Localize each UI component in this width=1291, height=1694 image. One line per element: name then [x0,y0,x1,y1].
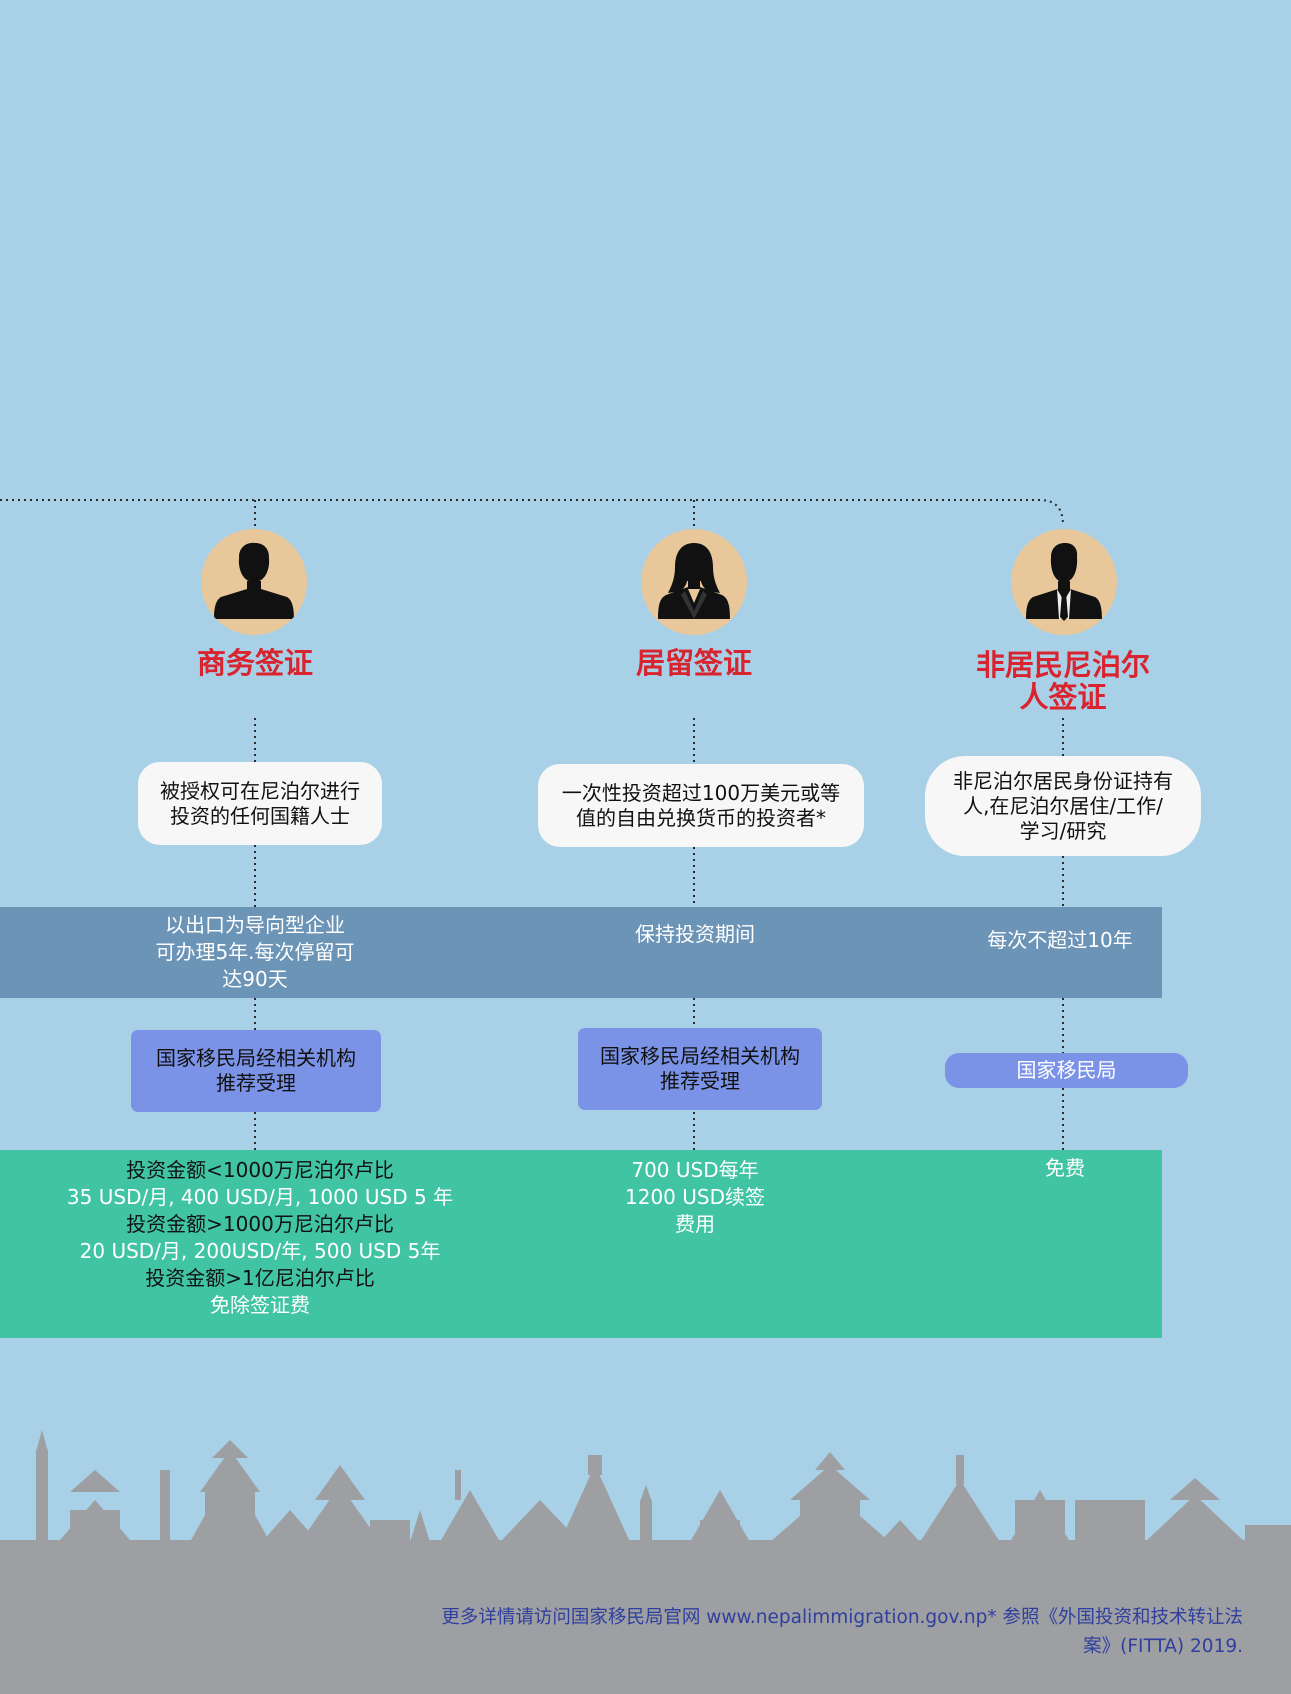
kathmandu-skyline-silhouette [0,1430,1291,1694]
title-line: 人签证 [1019,680,1107,714]
description-line: 学习/研究 [1019,818,1107,843]
footer-note: 更多详情请访问国家移民局官网 www.nepalimmigration.gov.… [343,1603,1243,1661]
fee-line: 投资金额>1亿尼泊尔卢比 [145,1266,375,1290]
fee-line: 免费 [1045,1156,1085,1180]
businesswoman-silhouette-icon [641,529,747,635]
non-resident-nepali-visa-title: 非居民尼泊尔 人签证 [943,649,1183,713]
agency-line: 国家移民局经相关机构 [600,1044,800,1068]
title-line: 居留签证 [635,646,752,680]
duration-line: 保持投资期间 [635,922,755,946]
residence-visa-agency: 国家移民局经相关机构 推荐受理 [578,1028,822,1110]
residence-visa-duration: 保持投资期间 [580,921,810,948]
non-resident-visa-duration: 每次不超过10年 [950,927,1170,954]
business-visa-agency: 国家移民局经相关机构 推荐受理 [131,1030,381,1112]
description-line: 一次性投资超过100万美元或等 [561,780,841,805]
agency-line: 推荐受理 [216,1071,296,1095]
residence-visa-eligibility: 一次性投资超过100万美元或等 值的自由兑换货币的投资者* [538,764,864,847]
duration-line: 每次不超过10年 [987,928,1133,952]
description-line: 值的自由兑换货币的投资者* [576,805,826,830]
title-line: 商务签证 [196,646,313,680]
business-visa-eligibility: 被授权可在尼泊尔进行 投资的任何国籍人士 [138,762,382,845]
description-line: 人,在尼泊尔居住/工作/ [963,793,1163,818]
duration-line: 达90天 [222,967,288,991]
fee-line: 700 USD每年 [631,1158,759,1182]
footer-line-2: 案》(FITTA) 2019. [1083,1636,1243,1657]
fee-line: 投资金额>1000万尼泊尔卢比 [126,1212,394,1236]
fee-line: 免除签证费 [210,1293,310,1317]
business-visa-title: 商务签证 [135,647,375,679]
non-resident-nepali-eligibility: 非尼泊尔居民身份证持有 人,在尼泊尔居住/工作/ 学习/研究 [925,756,1201,856]
agency-line: 国家移民局经相关机构 [156,1046,356,1070]
residence-visa-fees: 700 USD每年 1200 USD续签 费用 [590,1157,800,1238]
fee-line: 投资金额<1000万尼泊尔卢比 [126,1158,394,1182]
description-line: 被授权可在尼泊尔进行 [160,778,360,803]
residence-visa-title: 居留签证 [574,647,814,679]
title-line: 非居民尼泊尔 [975,648,1150,682]
fee-line: 1200 USD续签 [625,1185,765,1209]
duration-band [0,907,1162,998]
agency-line: 推荐受理 [660,1069,740,1093]
business-visa-duration: 以出口为导向型企业 可办理5年.每次停留可 达90天 [120,912,390,993]
non-resident-visa-fees: 免费 [990,1155,1140,1182]
duration-line: 可办理5年.每次停留可 [155,940,355,964]
fee-band [0,1150,1162,1338]
non-resident-visa-agency: 国家移民局 [945,1053,1188,1088]
agency-line: 国家移民局 [1016,1058,1117,1082]
businessman-silhouette-icon [201,529,307,635]
description-line: 非尼泊尔居民身份证持有 [953,768,1173,793]
business-visa-fees: 投资金额<1000万尼泊尔卢比 35 USD/月, 400 USD/月, 100… [40,1157,480,1319]
duration-line: 以出口为导向型企业 [165,913,345,937]
footer-line-1: 更多详情请访问国家移民局官网 www.nepalimmigration.gov.… [441,1607,1243,1628]
fee-line: 20 USD/月, 200USD/年, 500 USD 5年 [79,1239,441,1263]
fee-line: 费用 [675,1212,715,1236]
fee-line: 35 USD/月, 400 USD/月, 1000 USD 5 年 [66,1185,454,1209]
man-in-suit-silhouette-icon [1011,529,1117,635]
description-line: 投资的任何国籍人士 [170,803,350,828]
